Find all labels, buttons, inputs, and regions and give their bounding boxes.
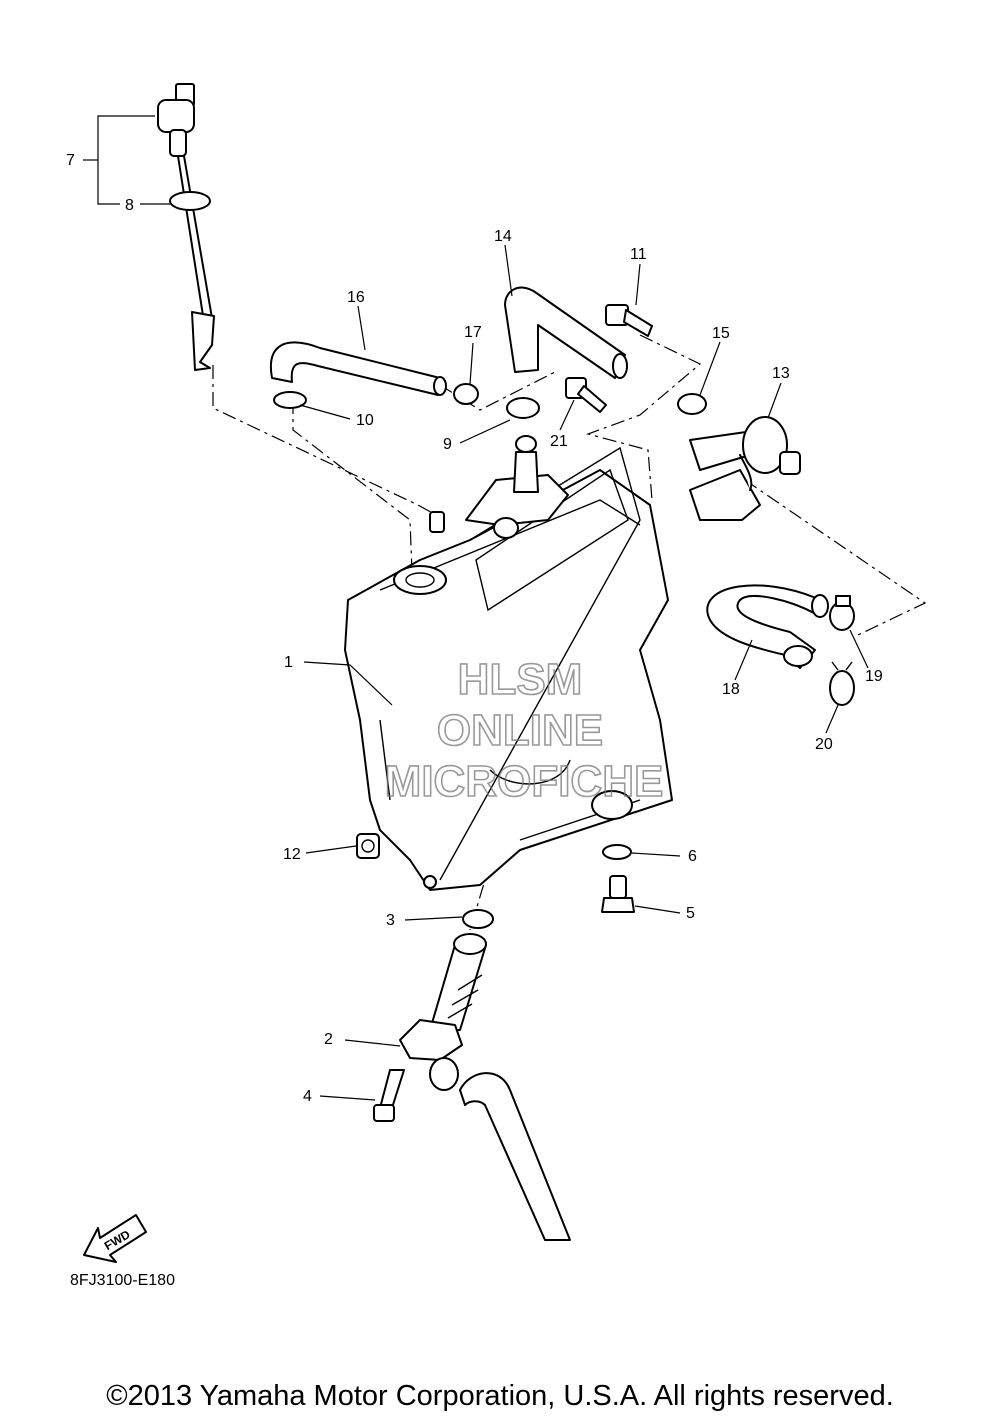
- clip-17-part: [453, 383, 479, 405]
- drain-bolt-5-part: [601, 875, 635, 913]
- callout-11: 11: [630, 246, 647, 263]
- tag-20-part: [829, 661, 855, 706]
- callout-2: 2: [324, 1031, 333, 1048]
- o-ring-3-part: [462, 909, 494, 929]
- callout-13: 13: [772, 365, 790, 382]
- callout-18: 18: [722, 681, 740, 698]
- washer-6-part: [602, 844, 632, 860]
- watermark-line-3: MICROFICHE: [385, 757, 664, 806]
- callout-1: 1: [284, 654, 293, 671]
- callout-17: 17: [464, 324, 482, 341]
- callout-9: 9: [443, 436, 452, 453]
- callout-16: 16: [347, 289, 365, 306]
- callout-6: 6: [688, 848, 697, 865]
- bolt-21-part: [565, 377, 607, 413]
- callout-8: 8: [125, 197, 134, 214]
- callout-21: 21: [550, 433, 568, 450]
- diagram-code: 8FJ3100-E180: [70, 1272, 175, 1289]
- o-ring-8-part: [169, 191, 211, 211]
- watermark-line-1: HLSM: [458, 655, 583, 704]
- clip-15-part: [677, 393, 707, 415]
- callout-12: 12: [283, 846, 301, 863]
- level-sensor-part: [157, 83, 215, 371]
- callout-7: 7: [66, 152, 75, 169]
- grommet-12-part: [356, 833, 380, 859]
- callout-15: 15: [712, 325, 730, 342]
- oil-tank-1-part: [344, 435, 673, 891]
- callout-3: 3: [386, 912, 395, 929]
- watermark-line-2: ONLINE: [437, 706, 603, 755]
- callout-5: 5: [686, 905, 695, 922]
- breather-assembly-13-part: [689, 416, 801, 521]
- copyright-notice: ©2013 Yamaha Motor Corporation, U.S.A. A…: [106, 1380, 894, 1412]
- clip-10-part: [273, 391, 307, 409]
- hose-14-part: [504, 286, 626, 379]
- leader-lines: [83, 115, 869, 1101]
- watermark: HLSM ONLINE MICROFICHE: [384, 654, 664, 807]
- clip-9-part: [506, 397, 540, 419]
- callout-20: 20: [815, 736, 833, 753]
- callout-numbers: 1 2 3 4 5 6 7 8 9 10 11 12 13 14 15 16 1…: [66, 152, 883, 1105]
- fwd-arrow-icon: FWD: [83, 1214, 147, 1263]
- bolt-11-part: [605, 304, 653, 337]
- hose-16-part: [269, 341, 441, 396]
- clip-19-part: [829, 595, 855, 631]
- callout-19: 19: [865, 668, 883, 685]
- assembly-lines: [212, 334, 927, 931]
- bolt-4-part: [373, 1069, 405, 1122]
- callout-4: 4: [303, 1088, 312, 1105]
- lower-hose-part: [459, 1072, 571, 1241]
- callout-14: 14: [494, 228, 512, 245]
- strainer-2-part: [399, 933, 487, 1091]
- callout-10: 10: [356, 412, 374, 429]
